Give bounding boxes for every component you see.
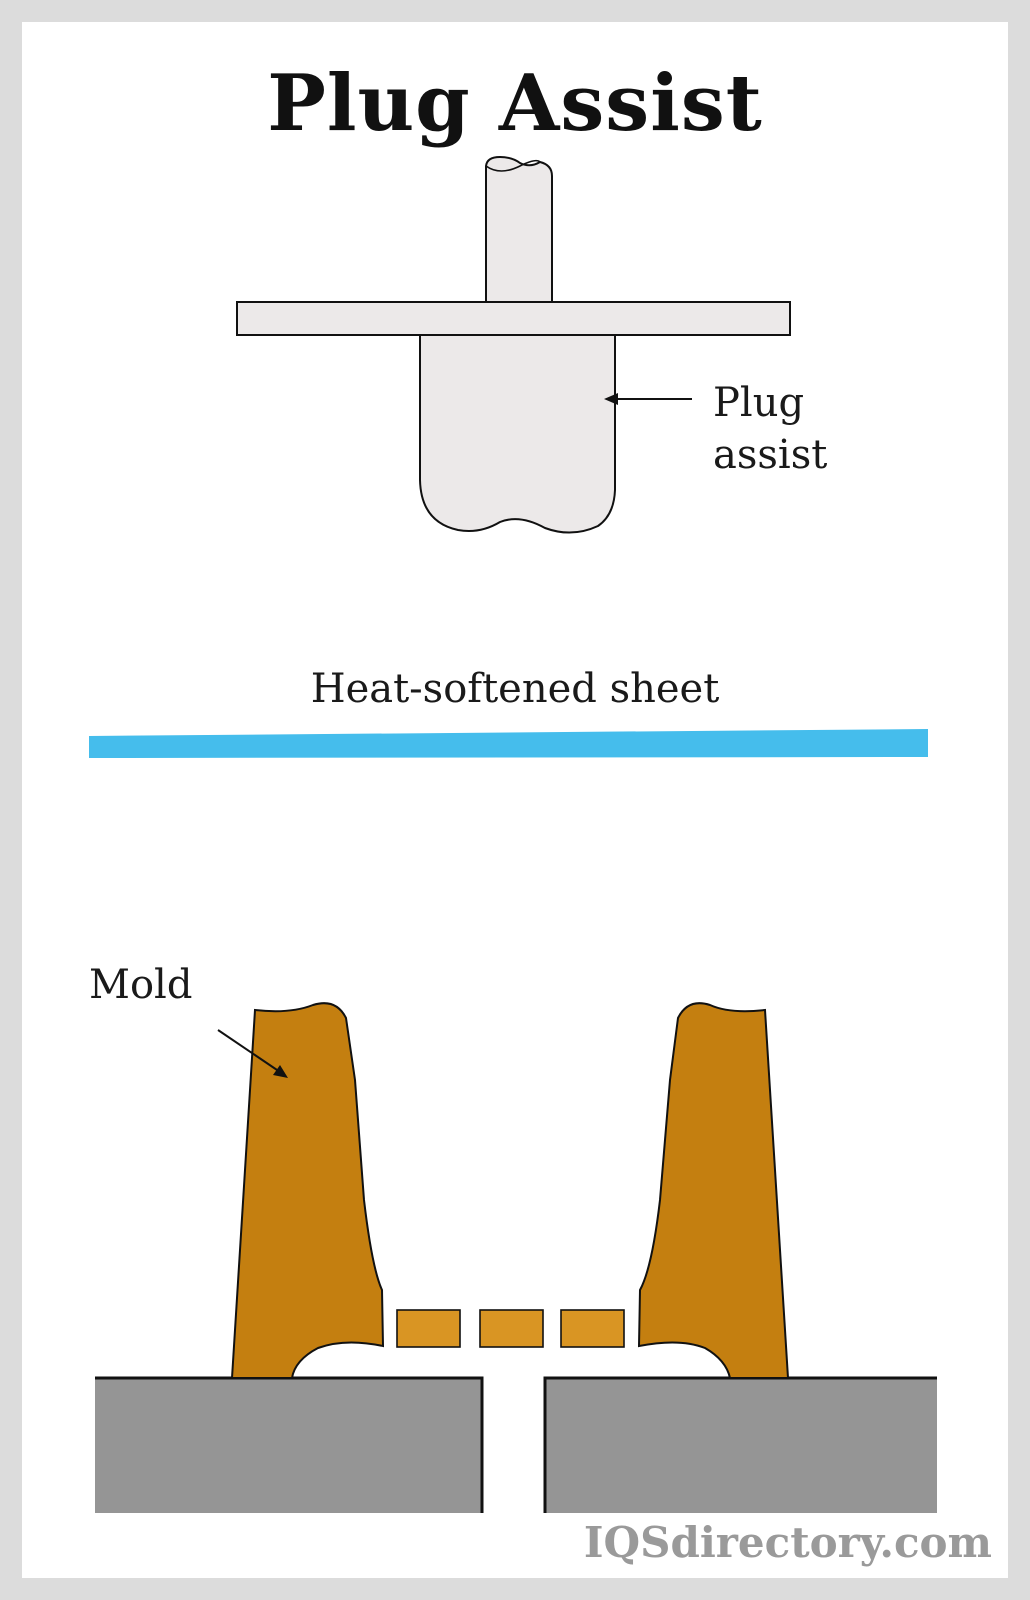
mold-label: Mold [89, 962, 193, 1008]
mold-arrowhead [273, 1065, 288, 1078]
heat-softened-sheet [89, 729, 928, 758]
plug-assist-label: Plug assist [713, 377, 827, 481]
mold-wall-left [230, 1002, 385, 1379]
plug-assist-arrowhead [604, 393, 618, 405]
base-block-left [95, 1378, 482, 1513]
diagram-title: Plug Assist [267, 58, 763, 149]
base-block-right [545, 1378, 937, 1513]
plug-plate [236, 301, 791, 336]
mold-arrow-line [217, 1029, 281, 1073]
plug-assist-label-line2: assist [713, 432, 828, 478]
mold-wall-right [637, 1002, 790, 1379]
watermark: IQSdirectory.com [583, 1518, 992, 1567]
plug-rod [485, 155, 553, 303]
plug-rod-end [485, 159, 541, 172]
vent-block-1 [396, 1309, 461, 1348]
heat-softened-sheet-label: Heat-softened sheet [310, 666, 720, 712]
vent-block-3 [560, 1309, 625, 1348]
vent-block-2 [479, 1309, 544, 1348]
plug-body [419, 334, 616, 534]
plug-assist-label-line1: Plug [713, 380, 805, 426]
